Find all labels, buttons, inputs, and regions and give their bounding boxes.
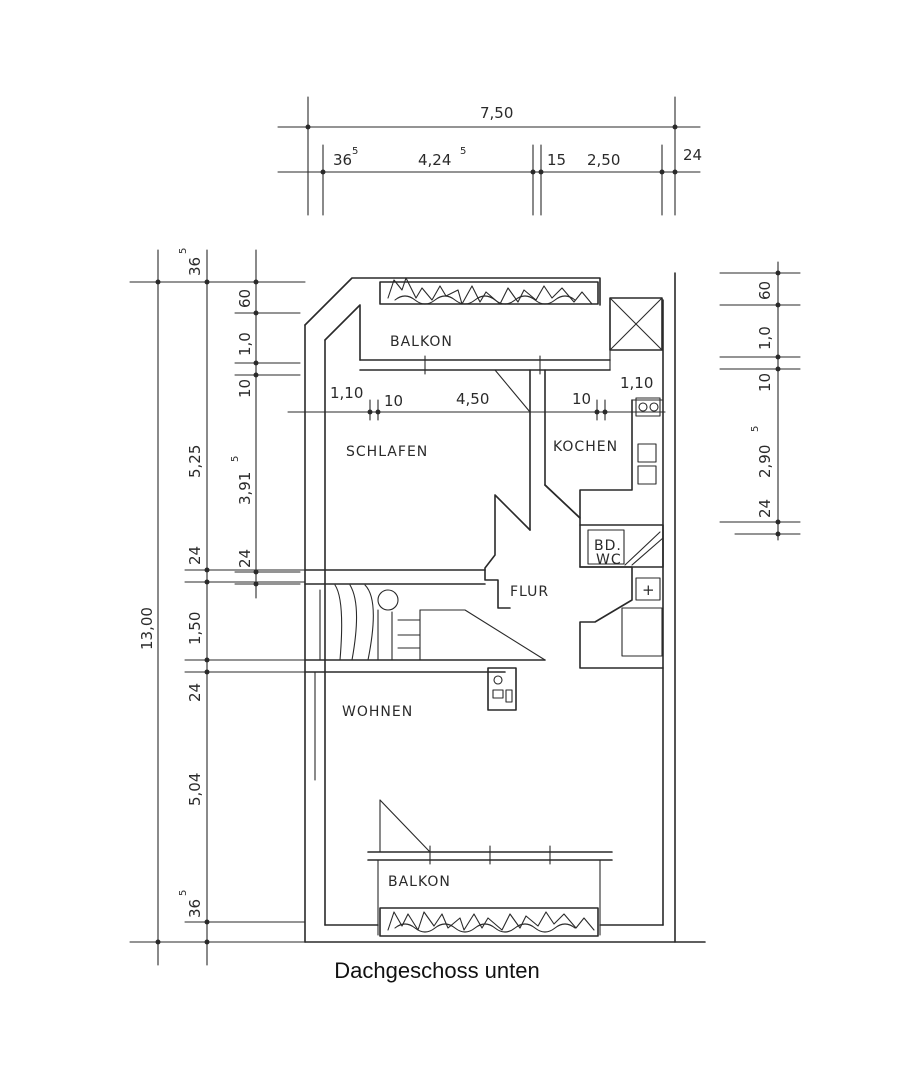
room-label-balkon-top: BALKON xyxy=(390,334,453,350)
dim-left-1: 36 xyxy=(186,257,204,276)
dim-top-3: 15 xyxy=(547,151,566,169)
svg-text:+: + xyxy=(642,581,655,599)
hall-walls: + xyxy=(304,484,664,669)
dim-left-3: 24 xyxy=(186,546,204,565)
dim-int-a: 1,10 xyxy=(330,384,363,402)
left-outer-dimension-chain: 36 5 5,25 24 1,50 24 5,04 36 5 13,00 xyxy=(129,248,306,966)
top-dimension-chain: 7,50 36 5 4,24 5 15 2,50 24 xyxy=(277,96,702,216)
dim-right-2: 1,0 xyxy=(756,326,774,350)
room-label-balkon-bottom: BALKON xyxy=(388,874,451,890)
room-label-flur: FLUR xyxy=(510,584,549,600)
room-label-schlafen: SCHLAFEN xyxy=(346,444,428,460)
right-dimension-chain: 60 1,0 10 2,90 5 24 xyxy=(719,261,801,541)
dim-inner-1: 60 xyxy=(236,289,254,308)
dim-right-3: 10 xyxy=(756,373,774,392)
room-labels: BALKON SCHLAFEN KOCHEN BD. WC FLUR WOHNE… xyxy=(342,334,622,890)
dim-left-7-sup: 5 xyxy=(178,890,189,896)
dim-left-1-sup: 5 xyxy=(178,248,189,254)
dim-right-1: 60 xyxy=(756,281,774,300)
dim-int-b: 10 xyxy=(384,392,403,410)
kitchen-counter xyxy=(544,397,664,519)
dim-right-4: 2,90 xyxy=(756,445,774,478)
dim-left-6: 5,04 xyxy=(186,773,204,806)
interior-dimension-line: 1,10 10 4,50 10 1,10 xyxy=(287,374,666,421)
plan-caption: Dachgeschoss unten xyxy=(334,958,540,983)
balcony-top-door xyxy=(359,304,611,531)
dim-inner-5: 24 xyxy=(236,549,254,568)
dim-top-1-sup: 5 xyxy=(352,146,358,157)
dim-left-5: 24 xyxy=(186,683,204,702)
dim-top-2-sup: 5 xyxy=(460,146,466,157)
planter-bottom xyxy=(387,911,595,933)
staircase xyxy=(304,584,546,673)
room-label-wohnen: WOHNEN xyxy=(342,704,413,720)
dim-top-1: 36 xyxy=(333,151,352,169)
room-label-bad-2: WC xyxy=(596,552,622,568)
dim-right-4-sup: 5 xyxy=(750,426,761,432)
dim-left-total: 13,00 xyxy=(138,607,156,650)
dim-top-4: 2,50 xyxy=(587,151,620,169)
dim-inner-3: 10 xyxy=(236,379,254,398)
dim-inner-2: 1,0 xyxy=(236,332,254,356)
chimney-shaft xyxy=(609,297,663,351)
dim-top-total: 7,50 xyxy=(480,104,513,122)
balcony-bottom-door xyxy=(367,799,613,865)
dim-top-5: 24 xyxy=(683,146,702,164)
living-outlet xyxy=(487,667,517,711)
dim-left-7: 36 xyxy=(186,899,204,918)
room-label-kochen: KOCHEN xyxy=(553,439,618,455)
dim-int-c: 4,50 xyxy=(456,390,489,408)
dim-inner-4-sup: 5 xyxy=(230,456,241,462)
dim-int-d: 10 xyxy=(572,390,591,408)
dim-inner-4: 3,91 xyxy=(236,472,254,505)
dim-top-2: 4,24 xyxy=(418,151,451,169)
dim-left-2: 5,25 xyxy=(186,445,204,478)
outer-walls xyxy=(304,272,706,943)
room-label-bad-1: BD. xyxy=(594,538,622,554)
left-inner-dimension-chain: 60 1,0 10 3,91 5 24 xyxy=(230,249,301,599)
dim-int-e: 1,10 xyxy=(620,374,653,392)
dim-right-5: 24 xyxy=(756,499,774,518)
dim-left-4: 1,50 xyxy=(186,612,204,645)
planter-top xyxy=(387,277,593,305)
